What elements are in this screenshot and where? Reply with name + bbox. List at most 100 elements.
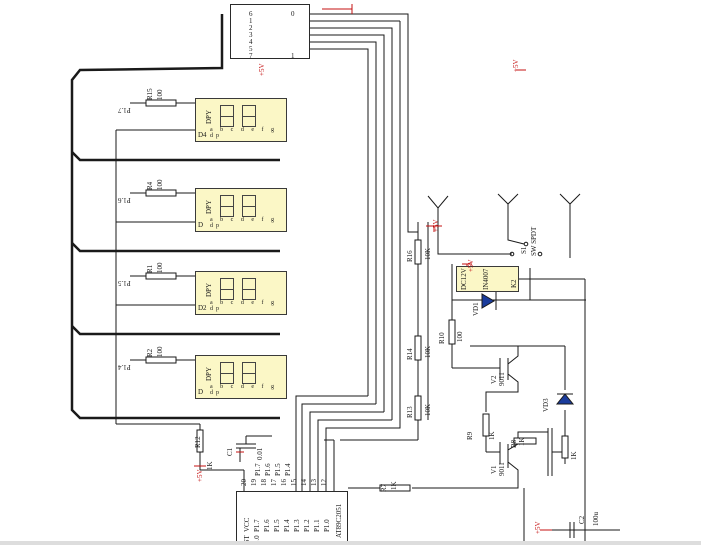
header-pin-label: 4	[249, 38, 253, 46]
seven-seg-display: DPY D4 a b c d e f g dp	[195, 98, 287, 142]
port-label: P1.7	[118, 106, 131, 114]
resistor-label: R7	[380, 483, 388, 492]
resistor-value: 1K	[390, 481, 398, 490]
display-ref: D	[198, 388, 204, 396]
port-label: P1.4	[118, 363, 131, 371]
resistor-value: 100	[156, 89, 164, 101]
switch-type: SW SPDT	[530, 226, 538, 256]
mcu-pin-name: P1.3	[293, 519, 301, 532]
resistor-label: R12	[194, 436, 202, 448]
power-label: +5V	[534, 521, 542, 534]
transistor-part: 9011	[498, 462, 506, 476]
mcu-pin-name: P1.1	[313, 519, 321, 532]
capacitor-value: 100u	[592, 512, 600, 526]
mcu-pin-number: 13	[310, 479, 318, 486]
mcu-pin-name: P1.6	[263, 519, 271, 532]
resistor-value: 100	[156, 346, 164, 358]
power-label: +5V	[512, 59, 520, 72]
resistor-label: R4	[146, 181, 154, 190]
resistor-value: 100	[156, 179, 164, 191]
seven-seg-display: DPY D a b c d e f g dp	[195, 355, 287, 399]
diode-label: VD1	[472, 302, 480, 316]
relay-terminal: K2	[510, 279, 518, 288]
display-name: DPY	[205, 109, 214, 125]
mcu-pin-name: P1.0	[323, 519, 331, 532]
window-bottom-edge	[0, 541, 701, 545]
resistor-value: 1K	[206, 461, 214, 470]
header-pin-label: 0	[291, 10, 295, 18]
resistor-value: 100	[156, 262, 164, 274]
display-pins: a b c d e f g dp	[210, 217, 277, 229]
power-label: +5V	[196, 469, 204, 482]
resistor-label: R13	[406, 406, 414, 418]
led-label: VD3	[542, 398, 550, 412]
resistor-value: 10K	[424, 403, 432, 416]
power-label: +5V	[432, 219, 440, 232]
display-pins: a b c d e f g dp	[210, 300, 277, 312]
resistor-label: R10	[438, 332, 446, 344]
mcu-port-label: P1.5	[274, 463, 282, 476]
header-connector: 6 1 2 3 4 5 7 0 1	[230, 4, 310, 60]
seven-seg-display: DPY D2 a b c d e f g dp	[195, 271, 287, 315]
mcu-pin-name: P1.4	[283, 519, 291, 532]
mcu-part-name: AT89C2051	[335, 503, 343, 538]
power-label: +5V	[258, 63, 266, 76]
mcu-pin-number: 17	[270, 479, 278, 486]
resistor-label: R14	[406, 348, 414, 360]
resistor-label: R16	[406, 250, 414, 262]
mcu-pin-number: 16	[280, 479, 288, 486]
capacitor-label: C1	[226, 447, 234, 456]
header-pin-label: 6	[249, 10, 253, 18]
resistor-label: R2	[146, 348, 154, 357]
resistor-label: R8	[510, 439, 518, 448]
header-pin-label: 2	[249, 24, 253, 32]
header-pin-label: 1	[249, 17, 253, 25]
diode-part: IN4007	[482, 268, 490, 290]
mcu-pin-name: P1.2	[303, 519, 311, 532]
display-name: DPY	[205, 366, 214, 382]
resistor-value: 1K	[570, 451, 578, 460]
resistor-label: R9	[466, 431, 474, 440]
capacitor-value: 0.01	[256, 447, 264, 460]
mcu-pin-name: P1.5	[273, 519, 281, 532]
header-pin-label: 5	[249, 45, 253, 53]
mcu-port-label: P1.7	[254, 463, 262, 476]
switch-label: S1	[520, 246, 528, 254]
mcu-port-label: P1.6	[264, 463, 272, 476]
mcu-vcc-label: VCC	[243, 517, 251, 532]
seven-seg-display: DPY D a b c d e f g dp	[195, 188, 287, 232]
display-ref: D	[198, 221, 204, 229]
resistor-value: 10K	[424, 247, 432, 260]
resistor-label: R15	[146, 88, 154, 100]
header-pin-label: 3	[249, 31, 253, 39]
display-pins: a b c d e f g dp	[210, 127, 277, 139]
port-label: P1.5	[118, 279, 131, 287]
power-label: +5V	[467, 259, 475, 272]
relay	[456, 266, 519, 292]
mcu-port-label: P1.4	[284, 463, 292, 476]
transistor-label: V2	[490, 375, 498, 384]
display-ref: D4	[198, 131, 207, 139]
mcu-chip: VCC P1.7 P1.6 P1.5 P1.4 P1.3 P1.2 P1.1 P…	[236, 491, 348, 545]
resistor-label: R1	[146, 264, 154, 273]
resistor-value: 1K	[518, 437, 526, 446]
mcu-pin-number: 18	[260, 479, 268, 486]
header-pin-label: 7	[249, 52, 253, 60]
transistor-label: V1	[490, 465, 498, 474]
capacitor-label: C2	[578, 515, 586, 524]
header-pin-label: 1	[291, 52, 295, 60]
transistor-part: 9011	[498, 372, 506, 386]
resistor-value: 100	[456, 331, 464, 343]
mcu-pin-name: P1.7	[253, 519, 261, 532]
port-label: P1.6	[118, 196, 131, 204]
mcu-pin-number: 20	[240, 479, 248, 486]
resistor-value: 10K	[424, 345, 432, 358]
mcu-pin-number: 12	[320, 479, 328, 486]
display-name: DPY	[205, 282, 214, 298]
resistor-value: 1K	[488, 431, 496, 440]
mcu-pin-number: 15	[290, 479, 298, 486]
mcu-pin-number: 14	[300, 479, 308, 486]
display-ref: D2	[198, 304, 207, 312]
